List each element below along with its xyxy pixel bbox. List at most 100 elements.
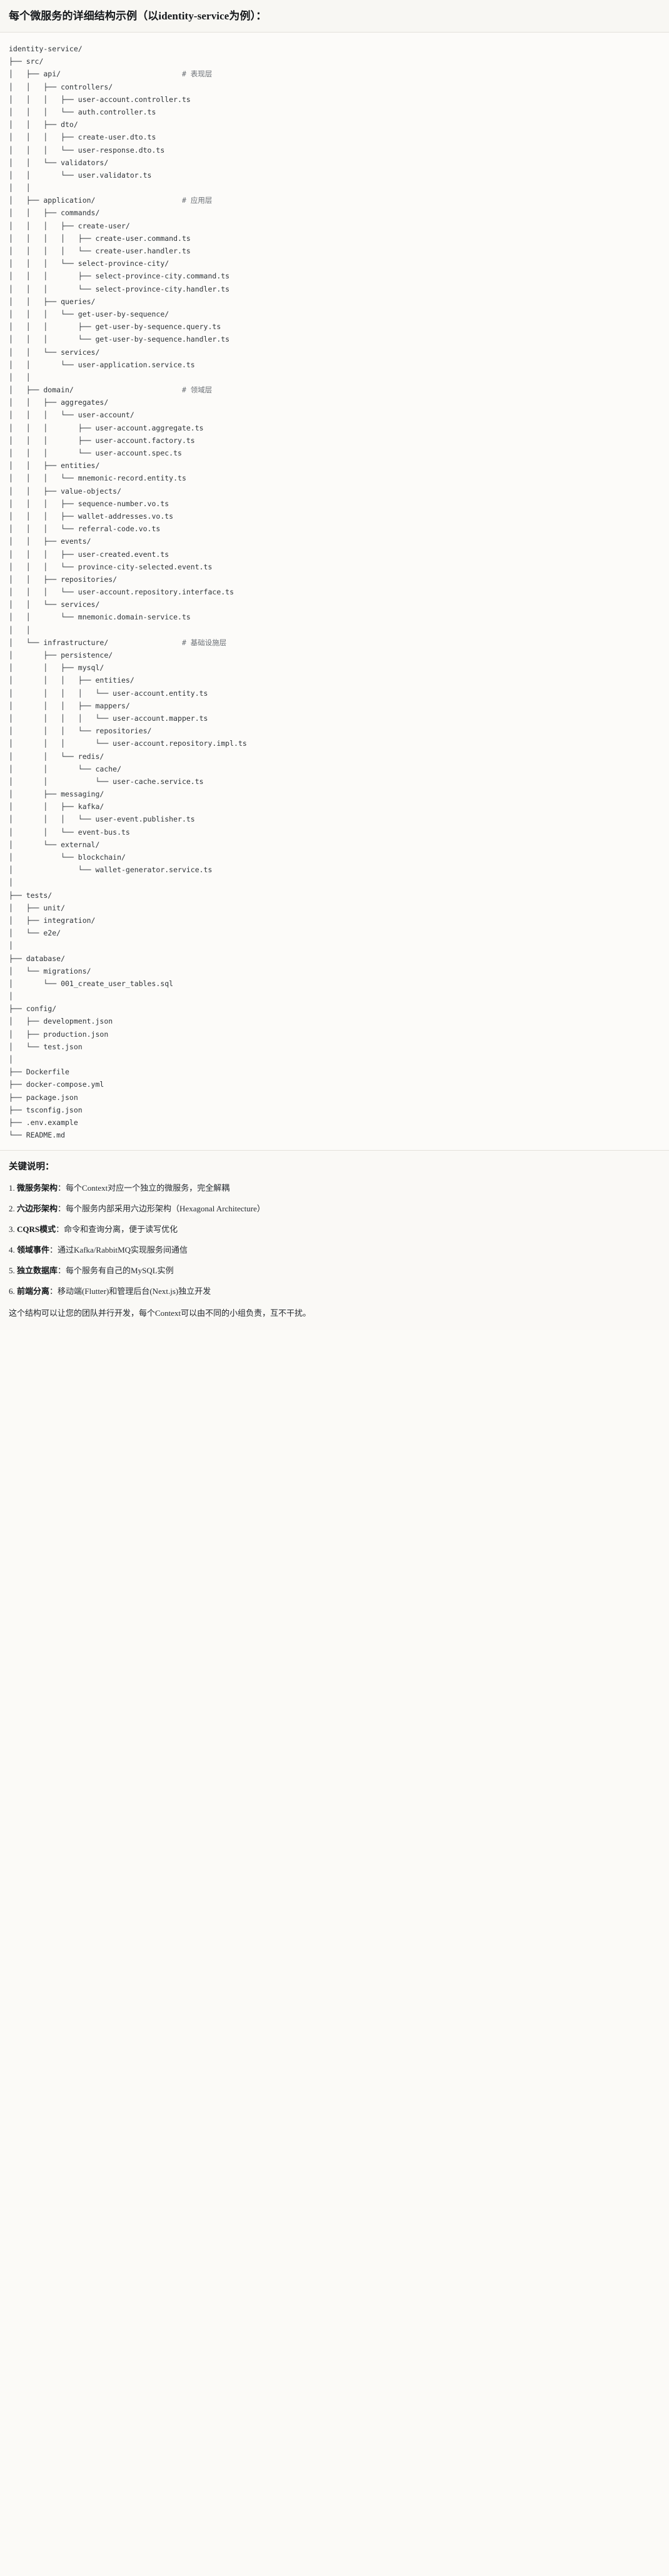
- tree-row: │: [9, 1053, 660, 1066]
- tree-comment: # 基础设施层: [181, 638, 227, 647]
- tree-row: │ │ ├── queries/: [9, 295, 660, 308]
- tree-row: │ ├── messaging/: [9, 788, 660, 800]
- tree-row: │ │ │ └── select-province-city/: [9, 257, 660, 270]
- tree-row: │ ├── persistence/: [9, 649, 660, 661]
- tree-row: │ └── migrations/: [9, 965, 660, 977]
- tree-path: │ ├── domain/: [9, 385, 74, 395]
- tree-path: │ ├── persistence/: [9, 651, 113, 659]
- tree-row: ├── package.json: [9, 1091, 660, 1104]
- tree-path: │ └── test.json: [9, 1042, 83, 1051]
- tree-path: │ │ └── event-bus.ts: [9, 827, 130, 837]
- tree-path: │ │ │ └── select-province-city.handler.t…: [9, 284, 230, 293]
- tree-path: │ │ │ └── user-event.publisher.ts: [9, 815, 195, 824]
- tree-path: │ │ │ ├── wallet-addresses.vo.ts: [9, 511, 174, 521]
- tree-path: │ │ │ └── get-user-by-sequence/: [9, 309, 169, 318]
- tree-row: │ │ ├── events/: [9, 535, 660, 547]
- tree-row: │ │ └── user-cache.service.ts: [9, 775, 660, 788]
- tree-path: │ │ │ └── user-account.spec.ts: [9, 449, 182, 457]
- tree-row: │ │ │ ├── entities/: [9, 674, 660, 686]
- tree-row: │ │ └── mnemonic.domain-service.ts: [9, 611, 660, 623]
- tree-path: │ │ ├── mysql/: [9, 663, 104, 673]
- key-note-separator: ：: [49, 1245, 58, 1255]
- tree-path: └── README.md: [9, 1131, 66, 1140]
- tree-row: │ │ │ └── province-city-selected.event.t…: [9, 561, 660, 573]
- tree-row: │ │ ├── dto/: [9, 118, 660, 131]
- tree-path: │ │ ├── commands/: [9, 208, 100, 218]
- tree-path: │ │ │ ├── user-account.aggregate.ts: [9, 423, 204, 432]
- tree-row: │ ├── development.json: [9, 1015, 660, 1027]
- tree-row: │ │ │ └── user-account/: [9, 409, 660, 421]
- tree-row: │ │ │ └── referral-code.vo.ts: [9, 522, 660, 535]
- key-note-description: 通过Kafka/RabbitMQ实现服务间通信: [58, 1245, 188, 1255]
- tree-path: │ ├── integration/: [9, 915, 96, 925]
- tree-row: │ │ ├── value-objects/: [9, 485, 660, 497]
- tree-path: │ │ ├── value-objects/: [9, 486, 122, 496]
- tree-path: │ │: [9, 625, 31, 634]
- tree-path: ├── config/: [9, 1004, 57, 1014]
- directory-tree: identity-service/├── src/│ ├── api/ # 表现…: [9, 43, 660, 1141]
- key-note-separator: ：: [58, 1266, 66, 1276]
- tree-row: │ │ │ │ └── create-user.handler.ts: [9, 245, 660, 257]
- tree-path: │ │ ├── repositories/: [9, 574, 118, 584]
- key-note-description: 每个服务内部采用六边形架构（Hexagonal Architecture）: [66, 1204, 265, 1214]
- tree-row: │ │ ├── controllers/: [9, 81, 660, 93]
- tree-path: │ │ │ ├── entities/: [9, 676, 134, 685]
- tree-path: │ │ │ └── select-province-city/: [9, 259, 169, 268]
- tree-path: │ │ └── mnemonic.domain-service.ts: [9, 613, 191, 622]
- tree-path: │ │ └── user-application.service.ts: [9, 360, 195, 369]
- tree-row: │ │ ├── commands/: [9, 206, 660, 219]
- tree-row: │ ├── domain/ # 领域层: [9, 384, 660, 396]
- tree-path: │ │ │ ├── get-user-by-sequence.query.ts: [9, 322, 221, 332]
- tree-row: │ │ │ ├── get-user-by-sequence.query.ts: [9, 320, 660, 333]
- tree-path: │ ├── development.json: [9, 1017, 113, 1026]
- tree-path: │ ├── production.json: [9, 1029, 109, 1039]
- tree-path: │ │ │ │ └── create-user.handler.ts: [9, 247, 191, 255]
- tree-row: │ │ └── services/: [9, 346, 660, 359]
- tree-path: │ │ │ └── mnemonic-record.entity.ts: [9, 474, 186, 483]
- tree-row: │ │ │ ├── mappers/: [9, 700, 660, 712]
- tree-row: ├── docker-compose.yml: [9, 1078, 660, 1091]
- tree-row: │ │ │ └── get-user-by-sequence/: [9, 308, 660, 320]
- tree-path: │ │ ├── events/: [9, 537, 91, 546]
- tree-path: │ │ │ └── user-account/: [9, 410, 134, 420]
- tree-row: │ │ │ │ └── user-account.mapper.ts: [9, 712, 660, 725]
- tree-path: │ └── wallet-generator.service.ts: [9, 865, 213, 875]
- tree-path: │: [9, 992, 13, 1001]
- tree-row: │ │ ├── mysql/: [9, 661, 660, 674]
- tree-row: │ │ │ │ └── user-account.entity.ts: [9, 687, 660, 700]
- tree-row: │ │: [9, 624, 660, 636]
- tree-comment: # 领域层: [181, 385, 213, 395]
- key-note-term: 前端分离: [17, 1286, 50, 1296]
- tree-path: ├── package.json: [9, 1092, 78, 1102]
- tree-row: │ └── wallet-generator.service.ts: [9, 863, 660, 876]
- tree-row: │ │ ├── aggregates/: [9, 396, 660, 409]
- key-note-description: 命令和查询分离，便于读写优化: [64, 1224, 178, 1235]
- closing-note: 这个结构可以让您的团队并行开发，每个Context可以由不同的小组负责，互不干扰…: [9, 1308, 311, 1318]
- tree-comment: # 应用层: [181, 196, 213, 205]
- tree-path: │ │ ├── aggregates/: [9, 398, 109, 407]
- tree-path: │ │: [9, 183, 31, 193]
- tree-row: │ │: [9, 181, 660, 194]
- tree-comment-gap: [108, 638, 182, 647]
- tree-row: │ │ │ └── user-account.spec.ts: [9, 447, 660, 459]
- key-note-term: 独立数据库: [17, 1266, 58, 1276]
- tree-row: │ │ └── redis/: [9, 750, 660, 763]
- tree-row: │ │ └── event-bus.ts: [9, 826, 660, 838]
- tree-path: ├── Dockerfile: [9, 1067, 69, 1077]
- key-note-term: CQRS模式: [17, 1224, 56, 1235]
- key-note-number: 5.: [9, 1266, 17, 1276]
- tree-row: │ │ │ └── user-event.publisher.ts: [9, 813, 660, 825]
- tree-row: │ │ │ ├── user-account.factory.ts: [9, 434, 660, 447]
- tree-path: identity-service/: [9, 44, 83, 53]
- tree-row: │ ├── api/ # 表现层: [9, 68, 660, 80]
- tree-row: ├── database/: [9, 952, 660, 965]
- tree-row: │ │ ├── repositories/: [9, 573, 660, 586]
- tree-row: ├── config/: [9, 1002, 660, 1015]
- tree-path: │ │ │ └── user-account.repository.impl.t…: [9, 739, 247, 748]
- tree-row: │ │ │ └── auth.controller.ts: [9, 106, 660, 118]
- tree-row: │ ├── production.json: [9, 1028, 660, 1041]
- tree-row: │ └── external/: [9, 838, 660, 851]
- tree-row: │ │ └── services/: [9, 598, 660, 611]
- tree-row: ├── tsconfig.json: [9, 1104, 660, 1116]
- key-note-item: 1. 微服务架构：每个Context对应一个独立的微服务，完全解耦: [9, 1182, 660, 1194]
